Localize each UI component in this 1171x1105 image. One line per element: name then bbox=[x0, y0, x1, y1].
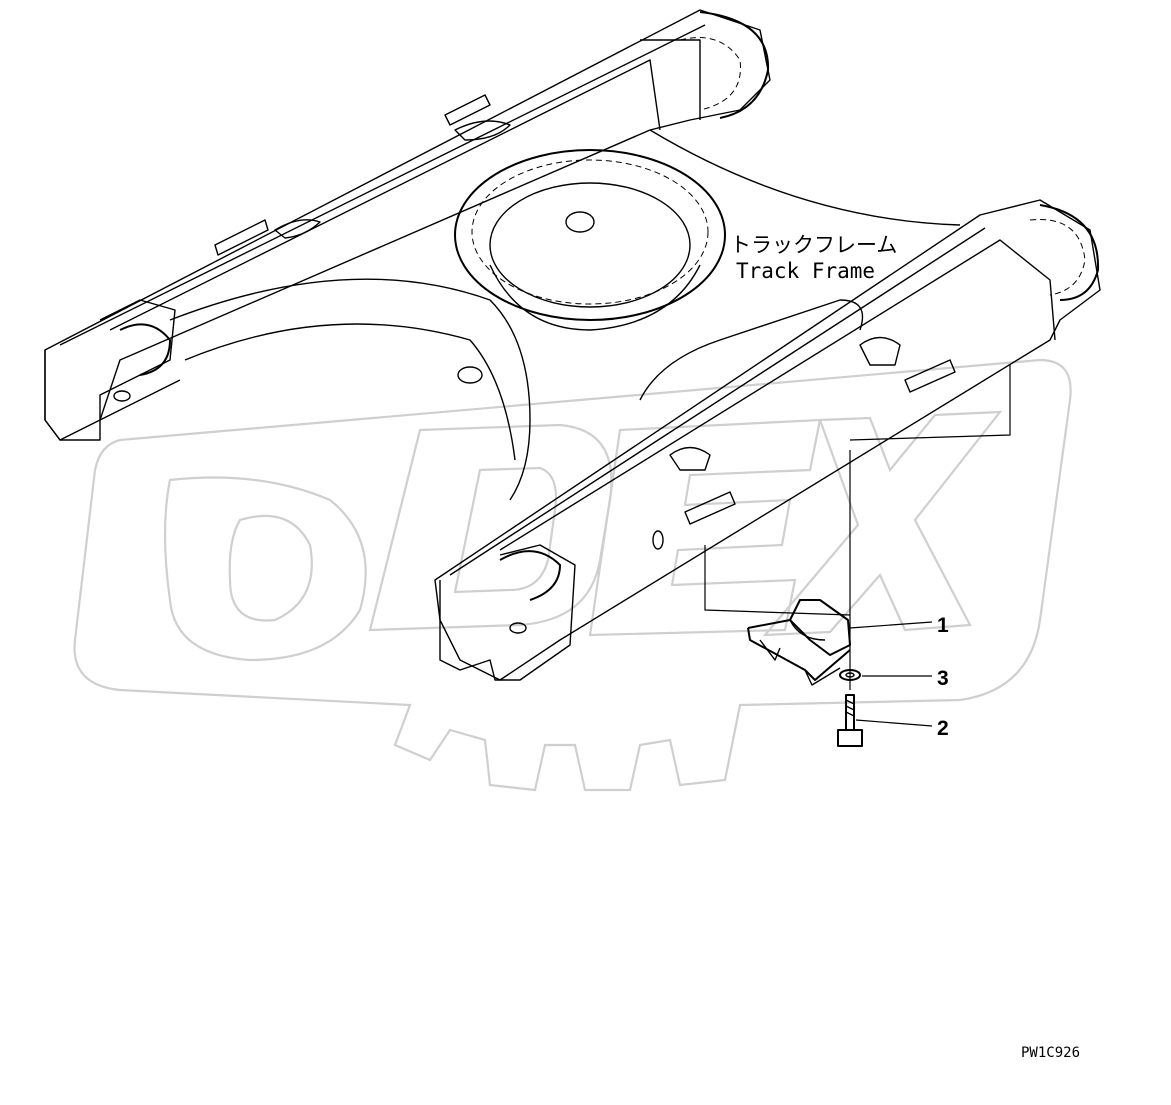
assembly-label-en: Track Frame bbox=[736, 259, 875, 283]
watermark-logo bbox=[73, 358, 1072, 792]
callout-leaders bbox=[849, 621, 933, 727]
drawing-code: PW1C926 bbox=[1021, 1045, 1080, 1061]
bolt-part bbox=[837, 450, 863, 747]
track-frame-drawing bbox=[44, 9, 1101, 681]
callout-number-3: 3 bbox=[937, 667, 949, 690]
callout-number-1: 1 bbox=[937, 614, 949, 637]
assembly-label-ja: トラックフレーム bbox=[730, 233, 897, 257]
callout-number-2: 2 bbox=[937, 717, 949, 740]
